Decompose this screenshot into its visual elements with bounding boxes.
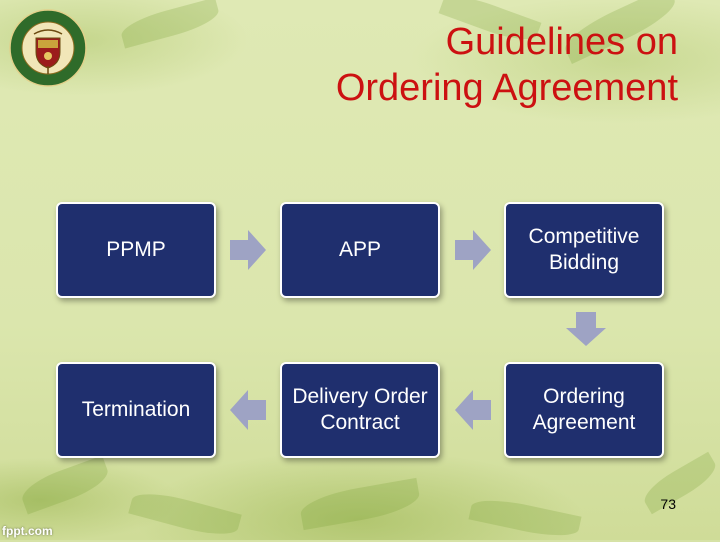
slide-title: Guidelines on Ordering Agreement [158,20,678,111]
title-line-2: Ordering Agreement [335,66,678,109]
step-label: Competitive Bidding [528,225,640,274]
leaf-decoration [128,486,242,542]
step-label: Termination [81,398,191,422]
step-label: Ordering Agreement [532,385,636,434]
step-ordering-agreement: Ordering Agreement [504,362,664,458]
step-competitive-bidding: Competitive Bidding [504,202,664,298]
step-label: PPMP [106,238,166,262]
arrow-left-icon [455,390,491,430]
step-label: Delivery Order Contract [292,385,428,434]
university-seal-logo [9,9,87,87]
arrow-right-icon [455,230,491,270]
arrow-down-icon [566,312,606,346]
step-ppmp: PPMP [56,202,216,298]
page-number: 73 [660,496,676,512]
leaf-decoration [638,451,720,515]
leaf-decoration [298,477,422,531]
step-label: APP [338,238,382,262]
step-termination: Termination [56,362,216,458]
leaf-decoration [17,455,113,515]
step-app: APP [280,202,440,298]
arrow-left-icon [230,390,266,430]
step-delivery-order-contract: Delivery Order Contract [280,362,440,458]
watermark: fppt.com [2,524,53,538]
title-line-1: Guidelines on [445,21,678,63]
arrow-right-icon [230,230,266,270]
leaf-decoration [468,493,582,542]
